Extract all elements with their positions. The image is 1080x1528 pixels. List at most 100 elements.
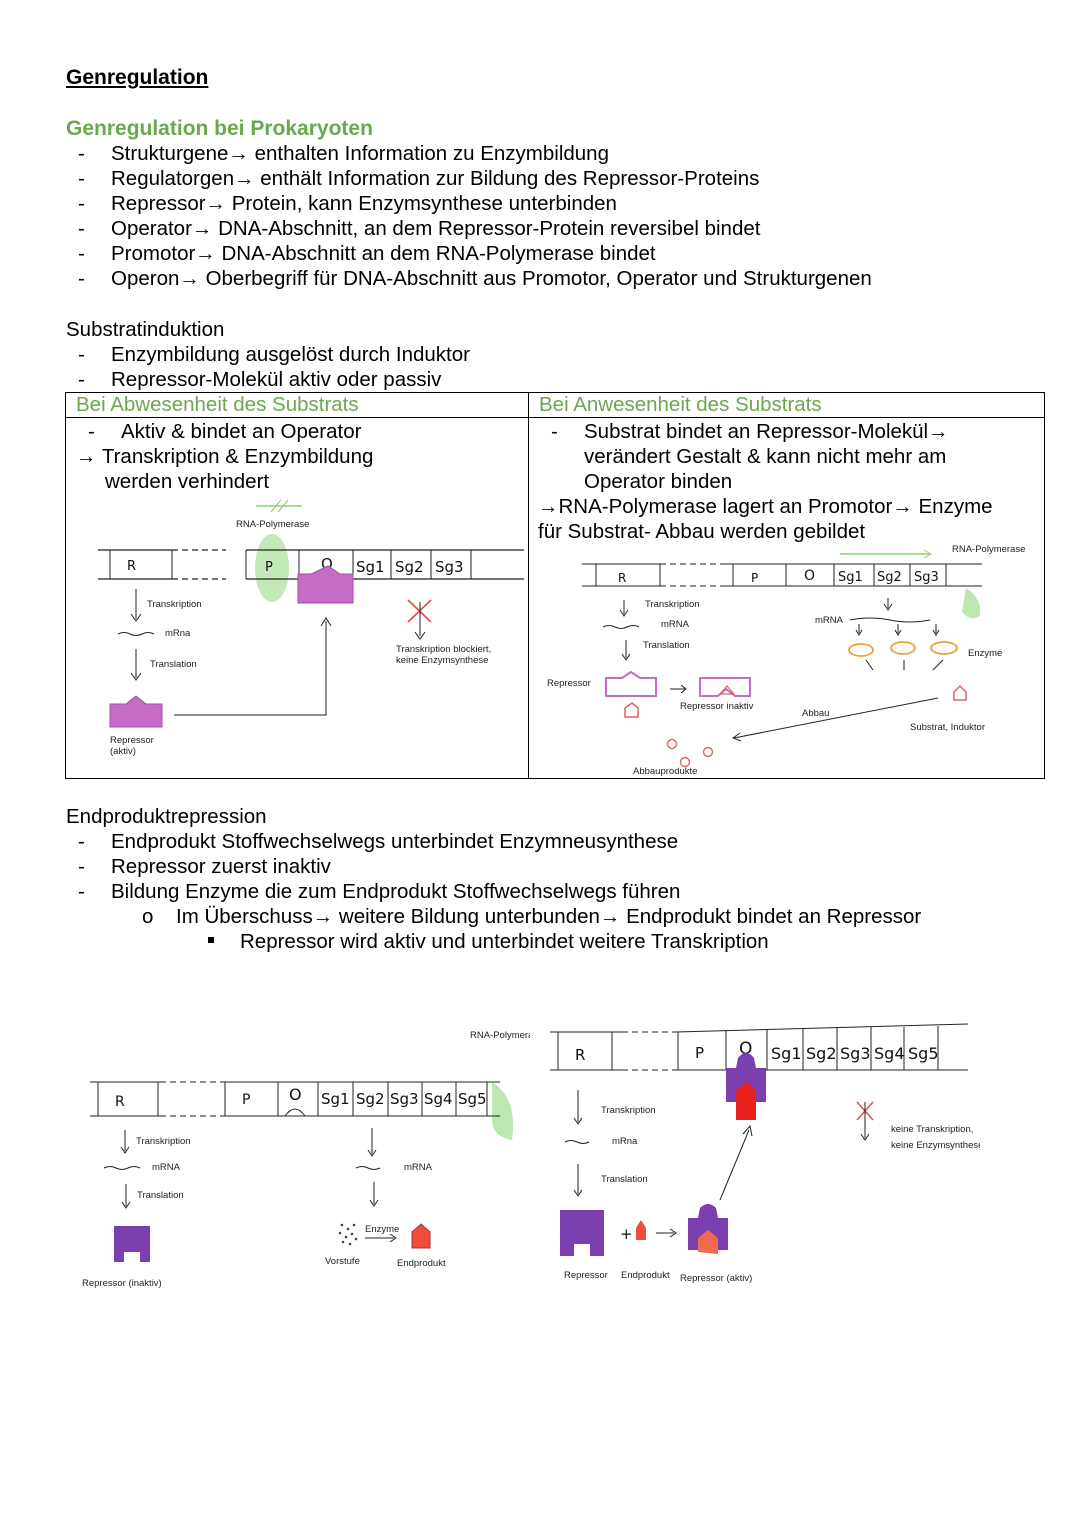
- sg3-label: Sg3: [914, 570, 939, 585]
- list-item: Im Überschuss→ weitere Bildung unterbund…: [176, 905, 922, 928]
- dash: -: [78, 242, 85, 265]
- dash: -: [78, 368, 85, 391]
- mrna-label: mRna: [165, 628, 191, 639]
- enzyme-label: Enzyme: [365, 1224, 399, 1235]
- list-item: Endprodukt Stoffwechselwegs unterbindet …: [111, 830, 679, 853]
- dash: -: [78, 142, 85, 165]
- repressor-aktiv-icon: [109, 695, 163, 728]
- repressor-inaktiv-label: Repressor inaktiv: [680, 701, 754, 712]
- dash: -: [78, 192, 85, 215]
- sg1-label: Sg1: [321, 1090, 350, 1108]
- mrna-label: mRNA: [661, 619, 690, 630]
- transkription-label: Transkription: [136, 1136, 191, 1147]
- repressor-label: Repressor: [547, 678, 591, 689]
- dash: -: [78, 267, 85, 290]
- gene-R-label: R: [618, 571, 626, 585]
- table-header-right: Bei Anwesenheit des Substrats: [528, 392, 1045, 418]
- cell-text: →RNA-Polymerase lagert an Promotor→ Enzy…: [538, 495, 993, 518]
- transkription-label: Transkription: [601, 1105, 656, 1116]
- diagram-substrate-absent: RNA-Polymerase R P O Sg1 Sg2 Sg3 Transkr…: [98, 499, 524, 757]
- sg5-label: Sg5: [458, 1090, 487, 1108]
- cell-text: werden verhindert: [105, 470, 270, 493]
- transkription-label: Transkription: [147, 599, 202, 610]
- rna-polymerase-label: RNA-Polymerase: [470, 1030, 530, 1041]
- diagram-repressor-inaktiv: RNA-Polymerase R P O Sg1 Sg2 Sg3 Sg4 Sg5…: [82, 1030, 530, 1289]
- repressor-inaktiv-label: Repressor (inaktiv): [82, 1278, 162, 1289]
- translation-label: Translation: [601, 1174, 648, 1185]
- sg3-label: Sg3: [840, 1044, 871, 1063]
- abbauprodukte-label: Abbauprodukte: [633, 766, 697, 777]
- endprodukt-icon: [636, 1220, 646, 1240]
- mrna-label-2: mRNA: [404, 1162, 433, 1173]
- dash: -: [78, 855, 85, 878]
- table-cell-right: [528, 417, 1045, 779]
- promotor-label: P: [751, 571, 758, 585]
- operator-label: O: [321, 555, 333, 573]
- cell-text: verändert Gestalt & kann nicht mehr am: [584, 445, 947, 468]
- dash: -: [551, 420, 558, 443]
- list-item: Repressor zuerst inaktiv: [111, 855, 331, 878]
- list-item: Repressor-Molekül aktiv oder passiv: [111, 368, 442, 391]
- repressor-inaktiv-icon: [114, 1226, 150, 1262]
- gene-R-label: R: [575, 1046, 585, 1064]
- sg5-label: Sg5: [908, 1044, 939, 1063]
- repressor-label: Repressor: [564, 1270, 608, 1281]
- translation-label: Translation: [643, 640, 690, 651]
- operator-label: O: [289, 1085, 302, 1104]
- page-title: Genregulation: [66, 66, 209, 89]
- vorstufe-icon: [338, 1223, 358, 1246]
- endprodukt-label: Endprodukt: [397, 1258, 446, 1269]
- sg2-label: Sg2: [356, 1090, 385, 1108]
- rna-polymerase-icon: [255, 534, 289, 602]
- plus-sign: +: [620, 1225, 633, 1243]
- gene-R-label: R: [115, 1094, 125, 1110]
- operator-label: O: [804, 568, 815, 584]
- list-item: Repressor wird aktiv und unterbindet wei…: [240, 930, 769, 953]
- transkription-label: Transkription: [645, 599, 700, 610]
- list-item: Operon→ Oberbegriff für DNA-Abschnitt au…: [111, 267, 872, 290]
- section-heading-substratinduktion: Substratinduktion: [66, 318, 225, 341]
- substrat-icon: [624, 702, 639, 718]
- vorstufe-label: Vorstufe: [325, 1256, 360, 1267]
- abbauprodukt-icon: [666, 738, 678, 750]
- sg1-label: Sg1: [356, 558, 385, 576]
- substrat-icon: [953, 684, 967, 701]
- list-item: Regulatorgen→ enthält Information zur Bi…: [111, 167, 760, 190]
- dash: -: [78, 880, 85, 903]
- repressor-aktiv-label: Repressor (aktiv): [680, 1273, 752, 1284]
- keine-label-2: keine Enzymsynthese: [891, 1140, 980, 1151]
- list-item: Promotor→ DNA-Abschnitt an dem RNA-Polym…: [111, 242, 656, 265]
- table-header-left: Bei Abwesenheit des Substrats: [65, 392, 529, 418]
- sg1-label: Sg1: [838, 570, 863, 585]
- substrat-induktor-label: Substrat, Induktor: [910, 722, 985, 733]
- sg2-label: Sg2: [877, 570, 902, 585]
- enzyme-label: Enzyme: [968, 648, 1002, 659]
- dash: -: [78, 830, 85, 853]
- sg2-label: Sg2: [395, 558, 424, 576]
- sg4-label: Sg4: [424, 1090, 453, 1108]
- list-item: Enzymbildung ausgelöst durch Induktor: [111, 343, 470, 366]
- keine-label-1: keine Transkription,: [891, 1124, 973, 1135]
- blocked-label-1: Transkription blockiert,: [396, 644, 491, 655]
- section-heading-endprodukt: Endproduktrepression: [66, 805, 267, 828]
- mrna-label-2: mRNA: [815, 615, 844, 626]
- sg4-label: Sg4: [874, 1044, 905, 1063]
- sg3-label: Sg3: [435, 558, 464, 576]
- list-item: Bildung Enzyme die zum Endprodukt Stoffw…: [111, 880, 681, 903]
- sg3-label: Sg3: [390, 1090, 419, 1108]
- endprodukt-label: Endprodukt: [621, 1270, 670, 1281]
- aktiv-label: (aktiv): [110, 746, 136, 757]
- rna-polymerase-label: RNA-Polymerase: [952, 544, 1025, 555]
- dash: -: [88, 420, 95, 443]
- abbau-label: Abbau: [802, 708, 829, 719]
- cell-text: für Substrat- Abbau werden gebildet: [538, 520, 866, 543]
- gene-R-label: R: [127, 559, 136, 574]
- translation-label: Translation: [137, 1190, 184, 1201]
- list-item: Repressor→ Protein, kann Enzymsynthese u…: [111, 192, 617, 215]
- promotor-label: P: [695, 1044, 704, 1062]
- rna-polymerase-icon: [492, 1082, 514, 1140]
- repressor-icon: [560, 1210, 604, 1256]
- bound-endprodukt-icon: [736, 1082, 756, 1120]
- sg2-label: Sg2: [806, 1044, 837, 1063]
- promotor-label: P: [242, 1092, 250, 1108]
